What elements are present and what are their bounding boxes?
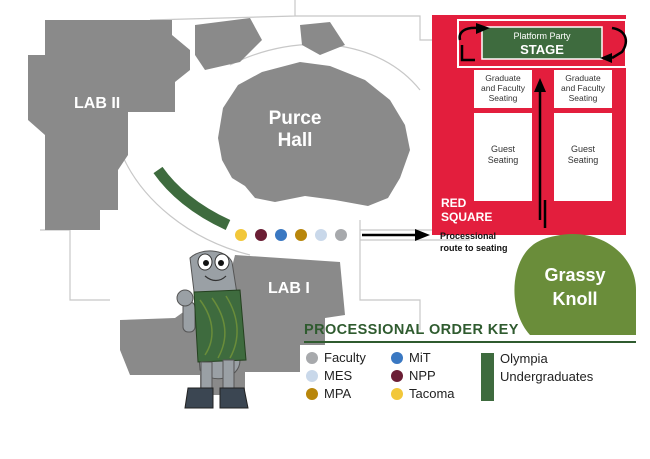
key-dot-mes [306, 369, 318, 382]
key-title: PROCESSIONAL ORDER KEY [304, 322, 519, 338]
key-label-npp: NPP [409, 368, 436, 383]
key-dot-faculty [306, 351, 318, 364]
right-graduate-seating-l2: and Faculty [561, 83, 606, 93]
purce-hall-label-l1: Purce [269, 108, 322, 129]
key-label-mit: MiT [409, 350, 431, 365]
route-label-l2: route to seating [440, 243, 508, 253]
key-item-mit: MiT [391, 350, 431, 365]
lab-ii-label: LAB II [74, 95, 120, 112]
grassy-knoll-l2: Knoll [553, 289, 598, 309]
dot-faculty [335, 229, 347, 241]
grassy-knoll [514, 234, 636, 335]
key-label-faculty: Faculty [324, 350, 366, 365]
grassy-knoll-l1: Grassy [544, 265, 605, 285]
left-guest-seating-l2: Seating [488, 155, 519, 165]
left-graduate-seating [474, 70, 532, 108]
dot-mes [315, 229, 327, 241]
lab-ii-wing [88, 135, 120, 165]
lab-i-label: LAB I [268, 280, 310, 297]
route-arrowhead-up [534, 78, 546, 92]
purce-hall-building [218, 62, 410, 206]
left-graduate-seating-l2: and Faculty [481, 83, 526, 93]
key-dot-tacoma [391, 387, 403, 400]
right-guest-seating-l1: Guest [571, 144, 596, 154]
dot-npp [255, 229, 267, 241]
key-label-tacoma: Tacoma [409, 386, 455, 401]
red-square-label-l1: RED [441, 196, 467, 210]
purce-hall-annex-2 [300, 22, 345, 55]
key-item-npp: NPP [391, 368, 436, 383]
right-graduate-seating [554, 70, 612, 108]
key-swatch-olympia [481, 353, 494, 401]
right-graduate-seating-l3: Seating [569, 93, 598, 103]
dot-mpa [295, 229, 307, 241]
lab-ii-building [28, 20, 190, 230]
key-label-olympia-l2: Undergraduates [500, 369, 594, 384]
key-item-mes: MES [306, 368, 352, 383]
dot-tacoma [235, 229, 247, 241]
key-item-mpa: MPA [306, 386, 351, 401]
route-arrowhead-loop-right [600, 53, 612, 63]
left-graduate-seating-l1: Graduate [485, 73, 521, 83]
key-label-mpa: MPA [324, 386, 352, 401]
stage-caption: Platform Party [513, 31, 571, 41]
key-label-olympia-l1: Olympia [500, 351, 548, 366]
key-divider [304, 341, 636, 343]
right-guest-seating [554, 113, 612, 201]
purce-hall-annex [195, 18, 262, 70]
route-arrowhead-right [415, 229, 430, 241]
left-guest-seating [474, 113, 532, 201]
olympia-undergraduates-arc [153, 166, 231, 231]
dot-mit [275, 229, 287, 241]
key-item-faculty: Faculty [306, 350, 366, 365]
mascot-illustration [176, 250, 249, 409]
left-guest-seating-l1: Guest [491, 144, 516, 154]
key-dot-mpa [306, 387, 318, 400]
processional-route [362, 26, 628, 237]
key-label-olympia: Olympia Undergraduates [500, 350, 593, 386]
route-label-l1: Processional [440, 231, 496, 241]
key-dot-npp [391, 369, 403, 382]
route-arrowhead-loop-left [476, 23, 490, 34]
purce-hall-label-l2: Hall [278, 130, 313, 151]
key-item-tacoma: Tacoma [391, 386, 455, 401]
red-square-label-l2: SQUARE [441, 210, 492, 224]
stage-box [481, 26, 603, 60]
right-graduate-seating-l1: Graduate [565, 73, 601, 83]
left-graduate-seating-l3: Seating [489, 93, 518, 103]
key-label-mes: MES [324, 368, 353, 383]
right-guest-seating-l2: Seating [568, 155, 599, 165]
stage-label: STAGE [520, 42, 564, 57]
key-dot-mit [391, 351, 403, 364]
